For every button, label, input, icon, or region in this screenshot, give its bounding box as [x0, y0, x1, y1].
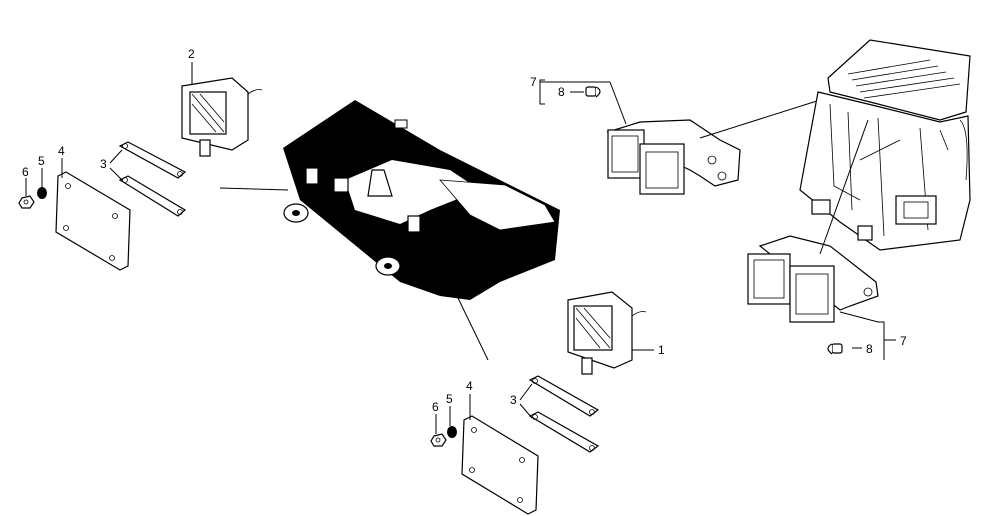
work-lamp-left — [181, 77, 263, 157]
nut-bottom — [430, 433, 447, 447]
bracket-7-top — [539, 79, 545, 105]
bracket-strips-bottom — [528, 375, 600, 453]
callout-7-bottom: 7 — [900, 334, 907, 348]
callout-3-right: 3 — [510, 393, 517, 407]
work-lamp-right — [567, 291, 647, 375]
leader-3-left-a — [109, 149, 123, 164]
leader-3-bottom-a — [519, 383, 533, 401]
dual-lamp-assembly-top — [606, 119, 741, 195]
callout-6-left: 6 — [22, 165, 29, 179]
callout-8-bottom: 8 — [866, 342, 873, 356]
bracket-strips-left — [118, 141, 187, 217]
bulb-bottom — [827, 343, 843, 355]
callout-3-left: 3 — [100, 157, 107, 171]
leader-frame-bottom — [457, 297, 489, 361]
callout-5-right: 5 — [446, 392, 453, 406]
mounting-plate-left — [55, 171, 131, 271]
callout-2: 2 — [188, 47, 195, 61]
cab — [799, 39, 971, 251]
callout-8-top: 8 — [558, 85, 565, 99]
washer-bottom — [447, 426, 457, 438]
nut-left — [18, 195, 35, 209]
bracket-7-bottom — [839, 311, 885, 360]
bulb-top — [585, 86, 601, 98]
callout-6-right: 6 — [432, 400, 439, 414]
leader-assembly-to-cab-top — [699, 99, 821, 139]
leader-3-left-b — [109, 167, 123, 181]
callout-1: 1 — [658, 343, 665, 357]
leader-7-top-b — [609, 81, 627, 125]
callout-4-left: 4 — [58, 144, 65, 158]
leader-assembly-to-cab-bottom — [819, 119, 869, 255]
callout-7-top: 7 — [530, 75, 537, 89]
dual-lamp-assembly-bottom — [747, 235, 879, 323]
mounting-plate-bottom — [461, 415, 539, 515]
callout-5-left: 5 — [38, 154, 45, 168]
chassis-frame — [283, 100, 560, 300]
callout-4-right: 4 — [466, 379, 473, 393]
leader-3-bottom-b — [519, 403, 533, 419]
leader-frame-left — [219, 187, 289, 191]
washer-left — [37, 187, 47, 199]
